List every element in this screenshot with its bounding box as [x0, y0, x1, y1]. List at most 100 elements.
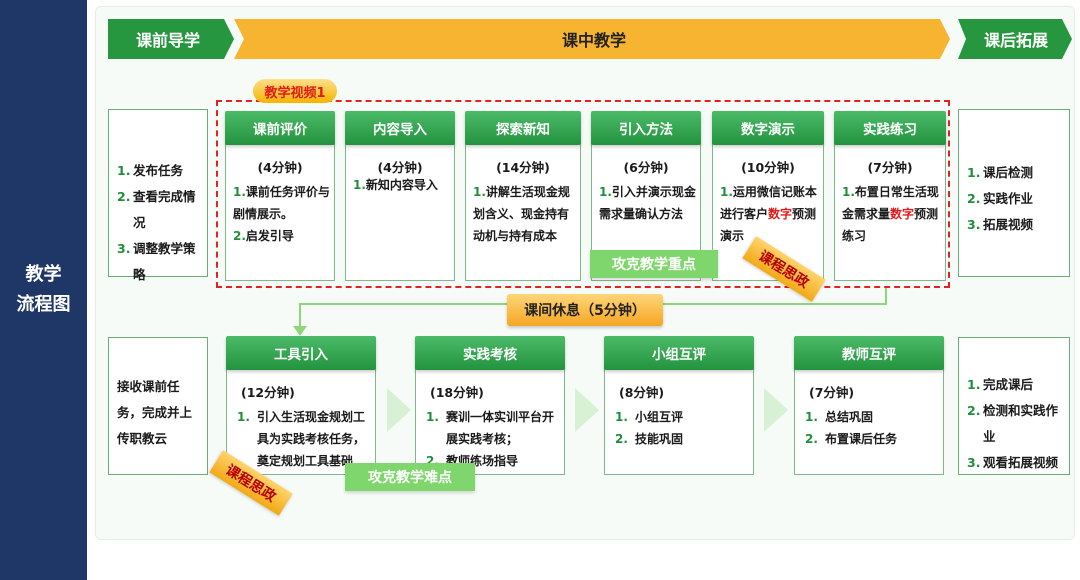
post-task-box: 1.课后检测 2.实践作业 3.拓展视频 — [958, 109, 1070, 277]
phase-pre: 课前导学 — [135, 31, 200, 50]
line: 课前任务评价与剧情展示。 — [233, 185, 330, 221]
num: 1. — [615, 410, 628, 424]
phase-pre-shape — [108, 19, 234, 59]
step-digital-demo: 数字演示 (10分钟) 1.运用微信记账本进行客户数字预测演示 — [712, 111, 824, 281]
key-point-region — [216, 100, 950, 288]
step-body: 1.引入生活现金规划工具为实践考核任务，奠定规划工具基础 — [237, 406, 365, 472]
num: 2. — [233, 229, 246, 243]
step-practice: 实践练习 (7分钟) 1.布置日常生活现金需求量数字预测练习 — [834, 111, 946, 281]
chevron-right-icon — [764, 388, 788, 432]
step-time: (7分钟) — [867, 160, 913, 175]
step-body: 1.讲解生活现金规划含义、现金持有动机与持有成本 — [473, 181, 576, 247]
step-title: 内容导入 — [345, 111, 455, 145]
num: 1. — [117, 163, 131, 178]
step-body: 1.运用微信记账本进行客户数字预测演示 — [720, 181, 819, 247]
sidebar-title: 教学 流程图 — [9, 260, 79, 320]
post-item: 完成课后 — [983, 377, 1034, 392]
pre-item: 调整教学策略 — [133, 241, 196, 282]
step-title: 工具引入 — [226, 336, 376, 370]
num: 1. — [426, 410, 439, 424]
num: 1. — [353, 178, 366, 192]
step-tool-intro: 工具引入 (12分钟) 1.引入生活现金规划工具为实践考核任务，奠定规划工具基础 — [226, 336, 376, 475]
step-body: 1.引入并演示现金需求量确认方法 — [599, 181, 696, 225]
step-intro: 内容导入 (4分钟) 1.新知内容导入 — [345, 111, 455, 281]
phase-in-shape — [234, 19, 950, 59]
num: 1. — [233, 185, 246, 199]
pre-receive-box: 接收课前任务，完成并上传职教云 — [108, 337, 208, 475]
step-body: 1.课前任务评价与剧情展示。 2.启发引导 — [233, 181, 330, 247]
pre-task-box: 1.发布任务 2.查看完成情况 3.调整教学策略 — [108, 109, 208, 282]
num: 1. — [842, 185, 855, 199]
break-banner: 课间休息（5分钟） — [507, 294, 663, 326]
step-title: 实践考核 — [415, 336, 565, 370]
highlight: 数字 — [768, 207, 793, 221]
step-title: 教师互评 — [794, 336, 944, 370]
sidebar-title-line2: 流程图 — [16, 294, 71, 315]
line: 小组互评 — [635, 410, 684, 424]
num: 1. — [599, 185, 612, 199]
key-point-badge: 攻克教学重点 — [590, 250, 718, 278]
line: 新知内容导入 — [365, 178, 438, 192]
highlight: 数字 — [890, 207, 915, 221]
line: 引入并演示现金需求量确认方法 — [599, 185, 696, 221]
step-time: (6分钟) — [623, 160, 669, 175]
num: 3. — [117, 241, 131, 256]
line: 总结巩固 — [825, 410, 874, 424]
step-explore: 探索新知 (14分钟) 1.讲解生活现金规划含义、现金持有动机与持有成本 — [465, 111, 581, 281]
num: 2. — [805, 432, 818, 446]
num: 1. — [473, 185, 486, 199]
step-assessment: 实践考核 (18分钟) 1.赛训一体实训平台开展实践考核； 2.教师练场指导 — [415, 336, 565, 475]
step-title: 实践练习 — [834, 111, 946, 145]
post-item: 检测和实践作业 — [983, 403, 1059, 444]
post-item: 课后检测 — [983, 165, 1034, 180]
line: 预测演示 — [720, 207, 817, 243]
step-body: 1.总结巩固 2.布置课后任务 — [805, 406, 933, 450]
step-pre-eval: 课前评价 (4分钟) 1.课前任务评价与剧情展示。 2.启发引导 — [225, 111, 335, 281]
line: 技能巩固 — [635, 432, 684, 446]
step-time: (14分钟) — [496, 160, 550, 175]
line: 启发引导 — [245, 229, 294, 243]
sidebar-title-line1: 教学 — [25, 264, 62, 285]
connector-left — [299, 303, 507, 330]
connector-arrowhead — [293, 326, 307, 336]
num: 1. — [720, 185, 733, 199]
pre-item: 发布任务 — [133, 163, 184, 178]
difficulty-badge: 攻克教学难点 — [345, 463, 475, 491]
pre-item: 查看完成情况 — [133, 189, 196, 230]
num: 3. — [967, 455, 981, 470]
num: 2. — [117, 189, 131, 204]
connector-right — [663, 286, 887, 305]
step-time: (18分钟) — [430, 385, 484, 400]
step-group-review: 小组互评 (8分钟) 1.小组互评 2.技能巩固 — [604, 336, 754, 475]
chevron-right-icon — [387, 388, 411, 432]
line: 引入生活现金规划工具为实践考核任务，奠定规划工具基础 — [257, 410, 365, 468]
step-body: 1.小组互评 2.技能巩固 — [615, 406, 743, 450]
step-time: (4分钟) — [257, 160, 303, 175]
line: 讲解生活现金规划含义、现金持有动机与持有成本 — [473, 185, 570, 243]
phase-post-shape — [958, 19, 1072, 59]
phase-in: 课中教学 — [561, 31, 626, 50]
step-title: 小组互评 — [604, 336, 754, 370]
step-time: (10分钟) — [741, 160, 795, 175]
sidebar: 教学 流程图 — [0, 0, 87, 580]
step-title: 课前评价 — [225, 111, 335, 145]
line: 赛训一体实训平台开展实践考核； — [446, 410, 554, 446]
step-time: (8分钟) — [619, 385, 665, 400]
num: 2. — [967, 403, 981, 418]
step-title: 数字演示 — [712, 111, 824, 145]
step-time: (4分钟) — [377, 160, 423, 175]
step-title: 引入方法 — [591, 111, 701, 145]
num: 1. — [967, 377, 981, 392]
step-body: 1.新知内容导入 — [353, 174, 450, 196]
post-item: 观看拓展视频 — [983, 455, 1059, 470]
step-time: (12分钟) — [241, 385, 295, 400]
num: 1. — [967, 165, 981, 180]
step-time: (7分钟) — [809, 385, 855, 400]
step-teacher-review: 教师互评 (7分钟) 1.总结巩固 2.布置课后任务 — [794, 336, 944, 475]
step-body: 1.布置日常生活现金需求量数字预测练习 — [842, 181, 941, 247]
line: 布置日常生活现金需求量 — [842, 185, 939, 221]
post-complete-box: 1.完成课后 2.检测和实践作业 3.观看拓展视频 — [958, 337, 1070, 475]
num: 1. — [805, 410, 818, 424]
num: 2. — [967, 191, 981, 206]
